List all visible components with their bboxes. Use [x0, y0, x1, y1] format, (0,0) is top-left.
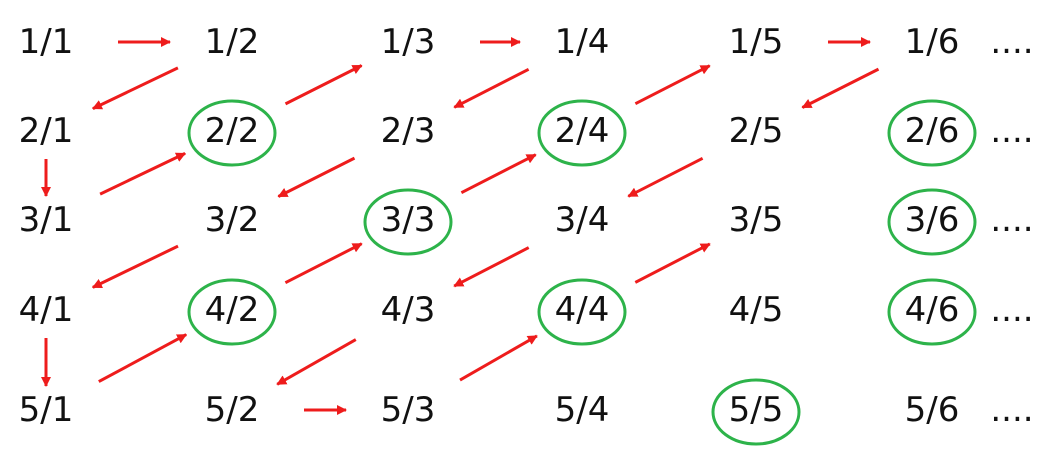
- fraction-1-1: 1/1: [19, 22, 74, 62]
- continuation-dots: ....: [990, 290, 1033, 330]
- continuation-dots: ....: [990, 111, 1033, 151]
- fraction-2-6: 2/6: [905, 111, 960, 151]
- path-arrow: [276, 338, 357, 386]
- fraction-3-6: 3/6: [905, 200, 960, 240]
- fraction-5-6: 5/6: [905, 390, 960, 430]
- fraction-4-4: 4/4: [555, 290, 610, 330]
- fraction-4-2: 4/2: [205, 290, 260, 330]
- path-arrow: [453, 246, 530, 288]
- fraction-5-5: 5/5: [729, 390, 784, 430]
- fraction-3-1: 3/1: [19, 200, 74, 240]
- path-arrow: [634, 242, 711, 284]
- circle-3-3: [363, 188, 453, 256]
- path-arrow: [284, 64, 363, 106]
- fraction-1-6: 1/6: [905, 22, 960, 62]
- fraction-5-3: 5/3: [381, 390, 436, 430]
- fraction-2-2: 2/2: [205, 111, 260, 151]
- path-arrow: [627, 156, 704, 198]
- circle-3-6: [887, 188, 977, 256]
- circle-2-4: [537, 99, 627, 167]
- continuation-dots: ....: [990, 22, 1033, 62]
- circle-layer: [187, 99, 977, 446]
- path-arrow: [801, 67, 880, 109]
- path-arrow: [277, 156, 356, 198]
- fraction-5-2: 5/2: [205, 390, 260, 430]
- path-arrow: [459, 334, 538, 382]
- path-arrow: [634, 64, 711, 106]
- arrow-layer: [41, 37, 880, 415]
- fraction-1-3: 1/3: [381, 22, 436, 62]
- path-arrow: [284, 242, 363, 285]
- fraction-4-3: 4/3: [381, 290, 436, 330]
- path-arrow: [98, 333, 188, 383]
- fraction-4-6: 4/6: [905, 290, 960, 330]
- fraction-1-2: 1/2: [205, 22, 260, 62]
- fraction-2-1: 2/1: [19, 111, 74, 151]
- circle-4-4: [537, 278, 627, 346]
- path-arrow: [453, 67, 530, 109]
- circle-5-5: [711, 378, 801, 446]
- path-arrow: [91, 244, 179, 289]
- label-layer: 1/1 1/2 1/3 1/4 1/5 1/6.... 2/1 2/2 2/3 2/4 2/5 2/6…: [19, 22, 1034, 430]
- path-arrow: [99, 152, 187, 196]
- fraction-5-4: 5/4: [555, 390, 610, 430]
- fraction-2-4: 2/4: [555, 111, 610, 151]
- circle-2-2: [187, 99, 277, 167]
- circle-4-6: [887, 278, 977, 346]
- fraction-3-4: 3/4: [555, 200, 610, 240]
- path-arrow: [460, 153, 537, 195]
- fraction-1-4: 1/4: [555, 22, 610, 62]
- continuation-dots: ....: [990, 200, 1033, 240]
- fraction-5-1: 5/1: [19, 390, 74, 430]
- circle-4-2: [187, 278, 277, 346]
- fraction-4-1: 4/1: [19, 290, 74, 330]
- fraction-4-5: 4/5: [729, 290, 784, 330]
- fraction-3-2: 3/2: [205, 200, 260, 240]
- fraction-2-5: 2/5: [729, 111, 784, 151]
- fraction-2-3: 2/3: [381, 111, 436, 151]
- fraction-3-3: 3/3: [381, 200, 436, 240]
- continuation-dots: ....: [990, 390, 1033, 430]
- path-arrow: [91, 66, 179, 110]
- fraction-3-5: 3/5: [729, 200, 784, 240]
- fraction-1-5: 1/5: [729, 22, 784, 62]
- circle-2-6: [887, 99, 977, 167]
